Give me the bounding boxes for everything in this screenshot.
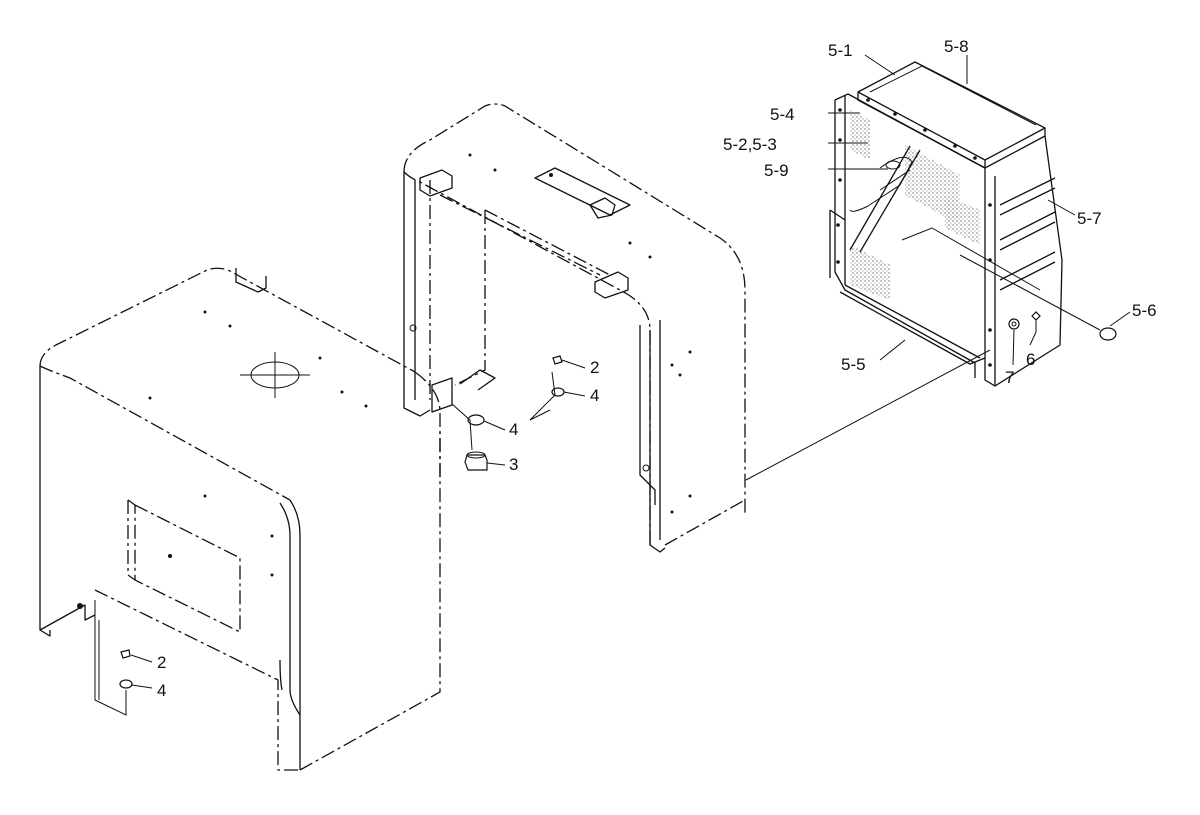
middle-frame: [403, 103, 746, 553]
label-5-6: 5-6: [1132, 301, 1157, 320]
callout-labels: 5-1 5-8 5-4 5-2,5-3 5-9 5-7 5-6 5-5 7 6 …: [157, 37, 1157, 700]
label-2-low: 2: [157, 653, 166, 672]
label-5-1: 5-1: [828, 41, 853, 60]
front-cover-panel: [39, 267, 441, 771]
label-4-low: 4: [157, 681, 166, 700]
label-4-center: 4: [509, 420, 518, 439]
assembly-lines: [94, 54, 1131, 716]
label-6: 6: [1026, 350, 1035, 369]
label-4-mid: 4: [590, 386, 599, 405]
fastener-parts: [119, 311, 1117, 689]
plug-5-6: [1099, 327, 1117, 341]
duct-box-assembly: [829, 61, 1063, 387]
label-5-7: 5-7: [1077, 209, 1102, 228]
label-5-5: 5-5: [841, 355, 866, 374]
label-5-4: 5-4: [770, 105, 795, 124]
label-5-8: 5-8: [944, 37, 969, 56]
label-5-2-5-3: 5-2,5-3: [723, 135, 777, 154]
label-7: 7: [1005, 368, 1014, 387]
label-5-9: 5-9: [764, 161, 789, 180]
label-3: 3: [509, 455, 518, 474]
label-2-mid: 2: [590, 358, 599, 377]
